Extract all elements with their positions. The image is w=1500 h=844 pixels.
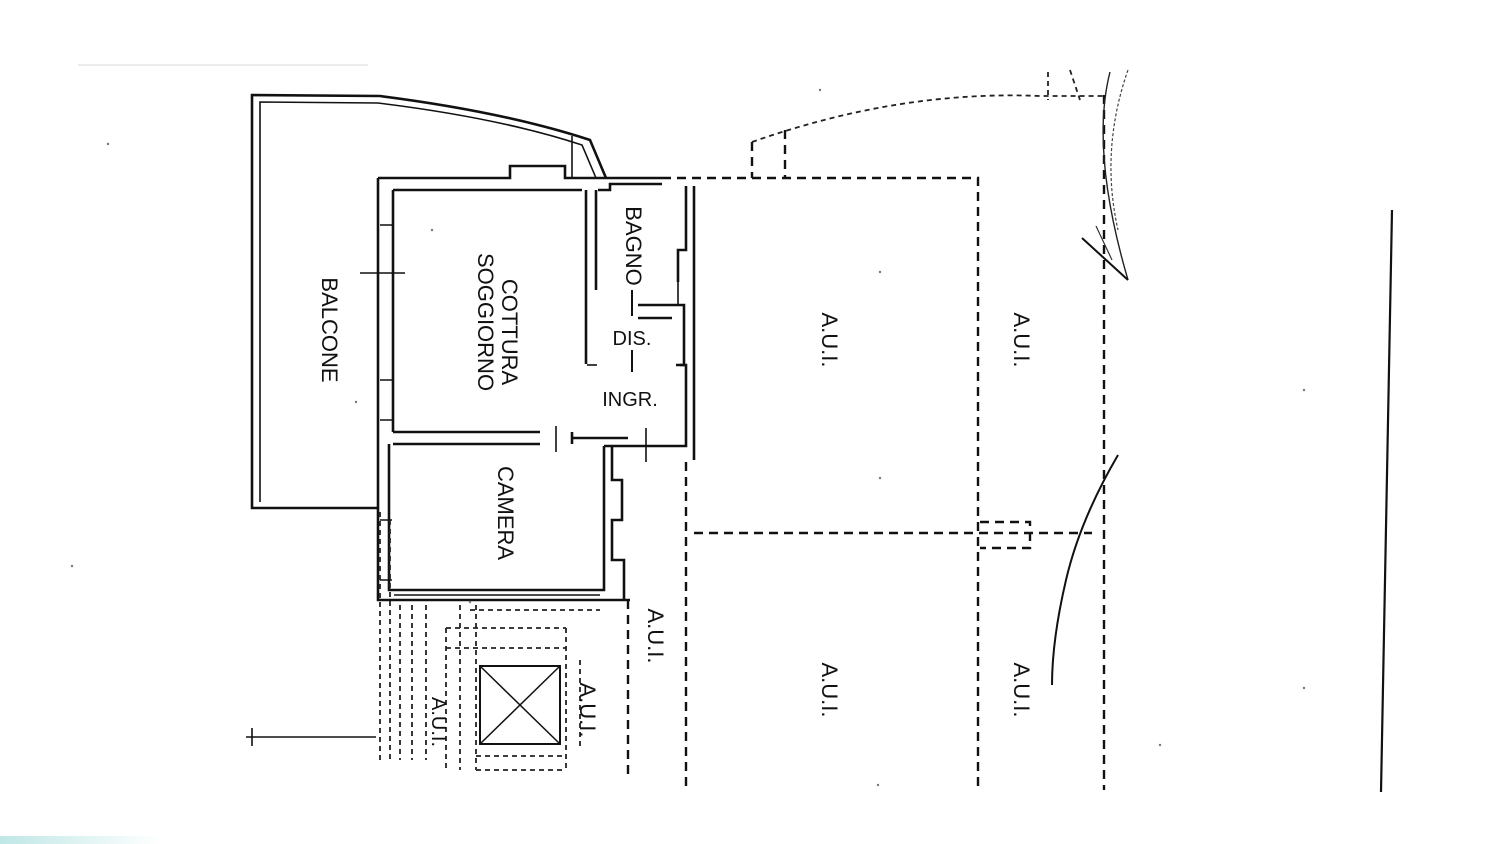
room-label-bagno: BAGNO [621, 206, 646, 285]
room-label-camera: CAMERA [493, 466, 518, 560]
aui-label: A.U.I. [817, 662, 842, 717]
room-label-dis: DIS. [613, 328, 652, 350]
adjacent-units [626, 69, 1106, 790]
room-label-cottura: COTTURA [497, 279, 522, 386]
aui-label: A.U.I. [575, 682, 600, 737]
aui-label: A.U.I. [817, 312, 842, 367]
aui-label: A.U.I. [643, 608, 668, 663]
aui-label: A.U.I. [1009, 662, 1034, 717]
aui-label: A.U.I. [427, 697, 449, 747]
aui-label: A.U.I. [1009, 312, 1034, 367]
scan-specks [70, 88, 1306, 787]
room-label-ingr: INGR. [602, 389, 658, 411]
balcony-outline [250, 93, 608, 510]
scan-edge-tint [0, 836, 160, 844]
hand-annotations [1051, 69, 1394, 793]
room-label-soggiorno: SOGGIORNO [473, 253, 498, 391]
room-label-balcone: BALCONE [317, 277, 342, 382]
apartment-walls [376, 164, 696, 602]
stairwell [246, 512, 600, 771]
